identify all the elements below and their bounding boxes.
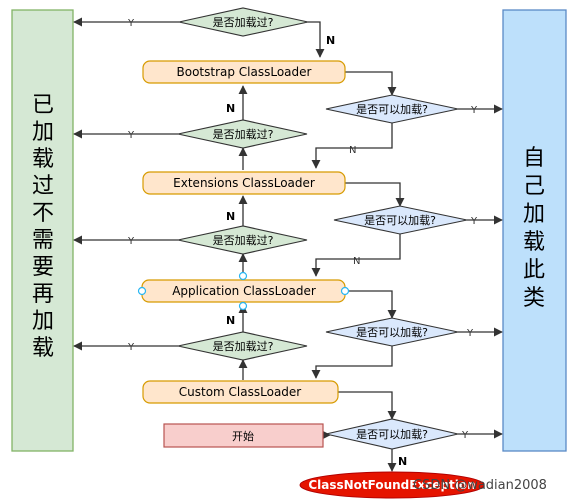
svg-text:载: 载 xyxy=(32,147,54,172)
edge-label-n: N xyxy=(353,256,360,267)
svg-text:载: 载 xyxy=(32,336,54,361)
svg-text:己: 己 xyxy=(523,174,545,199)
svg-text:Extensions ClassLoader: Extensions ClassLoader xyxy=(173,176,315,190)
svg-text:再: 再 xyxy=(32,282,54,307)
svg-text:不: 不 xyxy=(32,201,54,226)
bootstrap-classloader: Bootstrap ClassLoader xyxy=(142,60,346,84)
edge-labels: Y Y Y Y Y Y Y Y N N N N N N N xyxy=(127,18,478,468)
extensions-classloader: Extensions ClassLoader xyxy=(142,171,346,195)
edge-label-n: N xyxy=(349,145,356,156)
svg-text:载: 载 xyxy=(523,230,545,255)
edge-label-n: N xyxy=(398,455,407,468)
start-box: 开始 xyxy=(163,423,324,448)
decision-loaded: 是否加载过? xyxy=(177,119,308,149)
edge-label-y: Y xyxy=(127,18,135,29)
selection-handle xyxy=(238,271,248,281)
svg-text:是否可以加载?: 是否可以加载? xyxy=(364,214,436,227)
selection-handle xyxy=(137,286,147,296)
decision-can-load: 是否可以加载? xyxy=(325,317,459,347)
svg-text:加: 加 xyxy=(32,309,54,334)
svg-text:需: 需 xyxy=(32,228,54,253)
svg-text:自: 自 xyxy=(523,146,545,171)
decision-loaded: 是否加载过? xyxy=(178,7,309,37)
custom-classloader: Custom ClassLoader xyxy=(142,380,339,404)
left-panel xyxy=(11,9,74,452)
decision-can-load: 是否可以加载? xyxy=(325,94,459,124)
svg-text:要: 要 xyxy=(32,255,54,280)
connectors xyxy=(73,17,503,472)
svg-text:过: 过 xyxy=(32,174,54,199)
svg-text:是否加载过?: 是否加载过? xyxy=(213,128,274,141)
svg-text:Bootstrap ClassLoader: Bootstrap ClassLoader xyxy=(177,65,312,79)
svg-text:ClassNotFoundException: ClassNotFoundException xyxy=(308,478,475,492)
svg-text:此: 此 xyxy=(523,258,545,283)
left-panel-text: 已 加 载 过 不 需 要 再 加 载 xyxy=(32,93,54,361)
svg-text:是否加载过?: 是否加载过? xyxy=(213,340,274,353)
right-panel xyxy=(502,9,567,452)
edge-label-y: Y xyxy=(127,130,135,141)
edge-label-y: Y xyxy=(461,430,469,441)
svg-text:已: 已 xyxy=(32,93,54,118)
right-panel-text: 自 己 加 载 此 类 xyxy=(523,146,545,311)
edge-label-n: N xyxy=(226,210,235,223)
selection-handle xyxy=(238,301,248,311)
edge-label-n: N xyxy=(226,314,235,327)
svg-text:Custom ClassLoader: Custom ClassLoader xyxy=(179,385,302,399)
edge-label-y: Y xyxy=(470,216,478,227)
edge-label-y: Y xyxy=(470,105,478,116)
svg-text:加: 加 xyxy=(523,202,545,227)
svg-text:是否可以加载?: 是否可以加载? xyxy=(356,428,428,441)
svg-text:是否加载过?: 是否加载过? xyxy=(213,16,274,29)
svg-text:是否加载过?: 是否加载过? xyxy=(213,234,274,247)
decision-loaded: 是否加载过? xyxy=(177,225,308,255)
svg-text:Application ClassLoader: Application ClassLoader xyxy=(172,284,316,298)
svg-text:类: 类 xyxy=(523,286,545,311)
edge-label-n: N xyxy=(226,102,235,115)
svg-text:开始: 开始 xyxy=(232,429,254,443)
svg-text:是否可以加载?: 是否可以加载? xyxy=(356,326,428,339)
edge-label-y: Y xyxy=(127,342,135,353)
edge-label-n: N xyxy=(326,34,335,47)
class-not-found-exception: ClassNotFoundException xyxy=(299,471,485,499)
application-classloader: Application ClassLoader xyxy=(137,271,350,311)
selection-handle xyxy=(340,286,350,296)
edge-label-y: Y xyxy=(466,328,474,339)
svg-text:是否可以加载?: 是否可以加载? xyxy=(356,103,428,116)
decision-loaded: 是否加载过? xyxy=(177,331,308,361)
decision-can-load: 是否可以加载? xyxy=(325,418,459,450)
decision-can-load: 是否可以加载? xyxy=(333,205,468,235)
svg-text:加: 加 xyxy=(32,120,54,145)
edge-label-y: Y xyxy=(127,236,135,247)
watermark: CSDN @wadian2008 xyxy=(413,478,547,493)
